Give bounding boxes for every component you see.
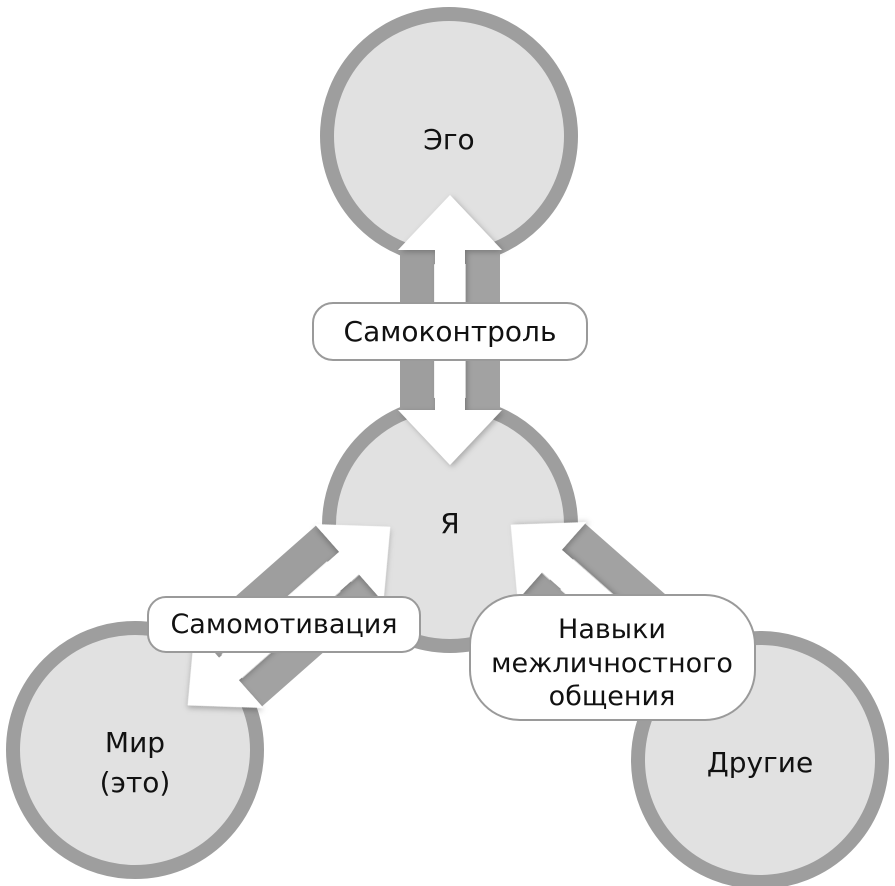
label-self-motivation-text: Самомотивация bbox=[170, 609, 397, 640]
label-interpersonal-3: общения bbox=[549, 681, 676, 712]
label-self-motivation: Самомотивация bbox=[147, 596, 421, 653]
label-self-control-text: Самоконтроль bbox=[344, 315, 557, 348]
node-ego: Эго bbox=[320, 7, 578, 265]
label-interpersonal-1: Навыки bbox=[558, 614, 666, 645]
label-interpersonal-2: межличностного bbox=[491, 648, 733, 679]
node-world-label-2: (это) bbox=[100, 766, 171, 799]
label-self-control: Самоконтроль bbox=[312, 302, 588, 361]
label-interpersonal: Навыки межличностного общения bbox=[469, 594, 756, 721]
node-others-label: Другие bbox=[707, 746, 813, 779]
node-self-label: Я bbox=[440, 507, 459, 540]
node-world-label-1: Мир bbox=[105, 726, 165, 759]
node-ego-label: Эго bbox=[423, 123, 474, 156]
